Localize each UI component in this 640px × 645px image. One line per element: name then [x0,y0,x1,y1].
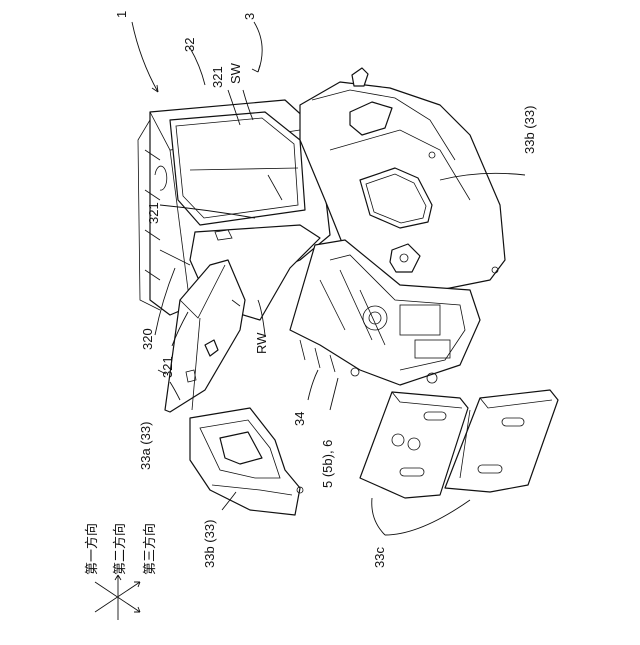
label-33b-top: 33b (33) [522,106,537,154]
label-33b-bottom: 33b (33) [202,520,217,568]
label-33c: 33c [372,547,387,568]
label-5-6: 5 (5b), 6 [320,440,335,488]
label-321-top: 321 [210,66,225,88]
label-rw: RW [254,332,269,354]
label-33a: 33a (33) [138,422,153,470]
label-32: 32 [182,38,197,52]
direction-first: 第一方向 [84,523,100,575]
direction-second: 第二方向 [112,523,128,575]
direction-third: 第三方向 [142,523,158,575]
label-3: 3 [242,13,257,20]
label-sw: SW [228,62,243,84]
label-1: 1 [114,11,129,18]
label-34: 34 [292,412,307,426]
direction-arrows [95,575,140,620]
label-321-mid: 321 [146,202,161,224]
label-320: 320 [140,328,155,350]
label-321-low: 321 [160,356,175,378]
lower-cover-33b [190,408,303,515]
